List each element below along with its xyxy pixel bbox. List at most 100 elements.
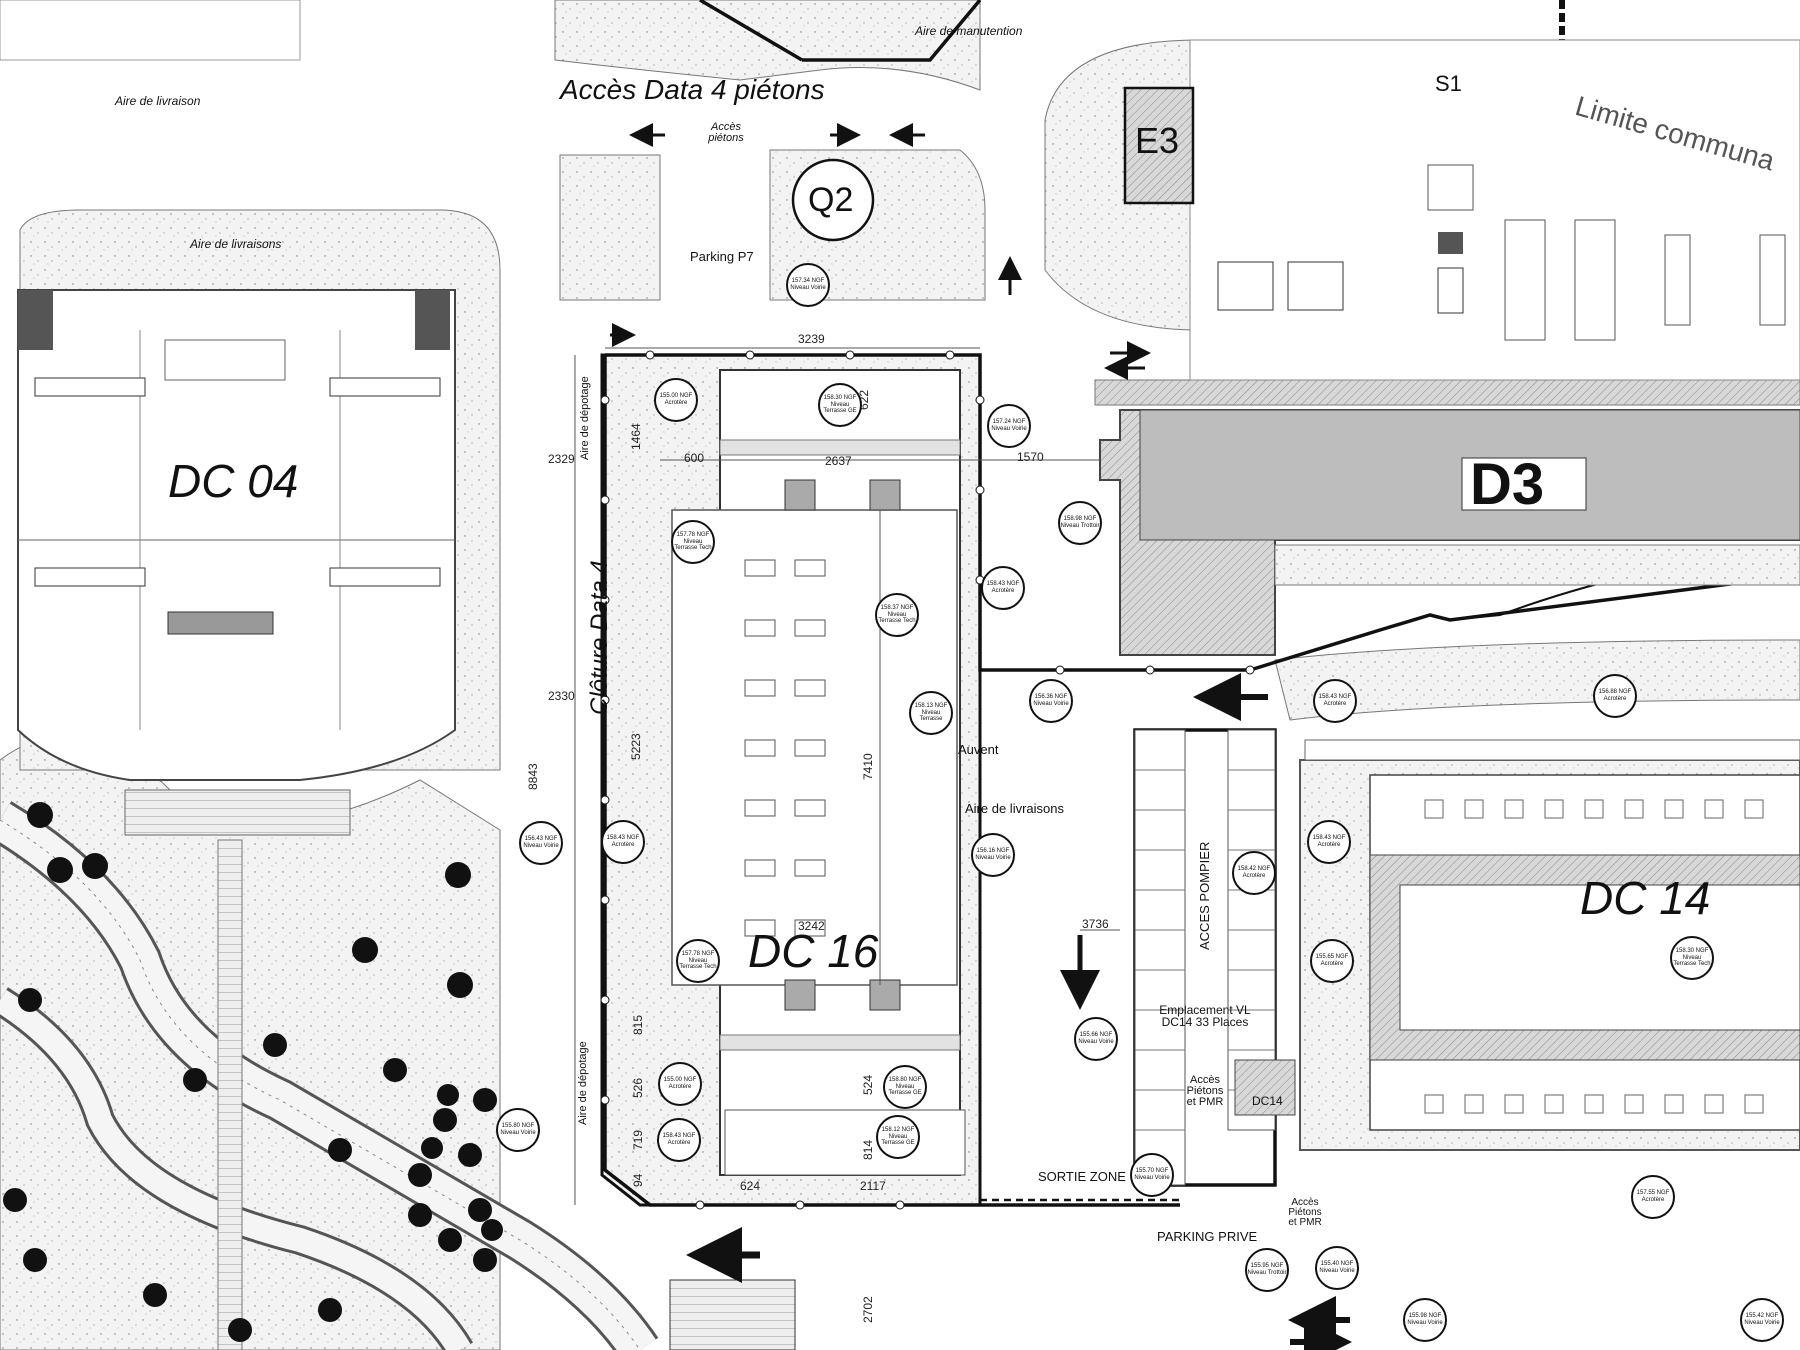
- label-e3: E3: [1135, 120, 1180, 161]
- dim-2329: 2329: [548, 452, 575, 466]
- dim-814: 814: [861, 1139, 875, 1160]
- building-e3: [1123, 86, 1195, 205]
- label-acces-pompier: ACCES POMPIER: [1197, 841, 1212, 950]
- dim-2330: 2330: [548, 689, 575, 703]
- label-aire-livraisons-dc04: Aire de livraisons: [190, 237, 282, 251]
- dim-94: 94: [631, 1173, 645, 1187]
- label-acces-pietons: Accès piétons: [708, 121, 744, 144]
- label-sortie-zone: SORTIE ZONE: [1038, 1169, 1126, 1184]
- label-dc14: DC 14: [1580, 872, 1711, 924]
- dim-600: 600: [684, 451, 705, 465]
- dim-1464: 1464: [629, 423, 643, 450]
- dim-2117: 2117: [860, 1179, 886, 1193]
- label-aire-depotage-top: Aire de dépotage: [579, 376, 591, 460]
- building-d3: [1094, 379, 1800, 656]
- dim-3239: 3239: [798, 332, 825, 346]
- dim-719: 719: [631, 1129, 645, 1150]
- label-acces-pietons-pmr-2: Accès Piétons et PMR: [1288, 1197, 1322, 1228]
- building-q2: [791, 158, 875, 242]
- label-parking-prive: PARKING PRIVE: [1157, 1229, 1258, 1244]
- building-dc14: [1299, 739, 1800, 1151]
- dim-526: 526: [631, 1077, 645, 1098]
- dim-8843: 8843: [526, 763, 540, 790]
- label-dc14-small: DC14: [1252, 1094, 1283, 1108]
- dim-7410: 7410: [861, 753, 875, 780]
- dim-5223: 5223: [629, 733, 643, 760]
- label-dc16: DC 16: [748, 925, 879, 977]
- dim-815: 815: [631, 1014, 645, 1035]
- parking-dc14: [1133, 728, 1296, 1187]
- label-dc04: DC 04: [168, 455, 299, 507]
- label-parking-p7: Parking P7: [690, 249, 754, 264]
- trees: [3, 802, 503, 1342]
- building-dc04: [17, 289, 456, 836]
- label-aire-livraison: Aire de livraison: [115, 94, 201, 108]
- label-acces-data4: Accès Data 4 piétons: [560, 74, 825, 105]
- label-cloture: Clôture Data 4: [586, 560, 613, 715]
- entrance-gatehouse: [669, 1279, 796, 1350]
- dim-1570: 1570: [1017, 450, 1044, 464]
- road-arrows: [610, 123, 1352, 1350]
- label-emplacement: Emplacement VL DC14 33 Places: [1159, 1003, 1251, 1029]
- label-aire-livraisons-dc16: Aire de livraisons: [965, 801, 1064, 816]
- dim-2702: 2702: [861, 1296, 875, 1323]
